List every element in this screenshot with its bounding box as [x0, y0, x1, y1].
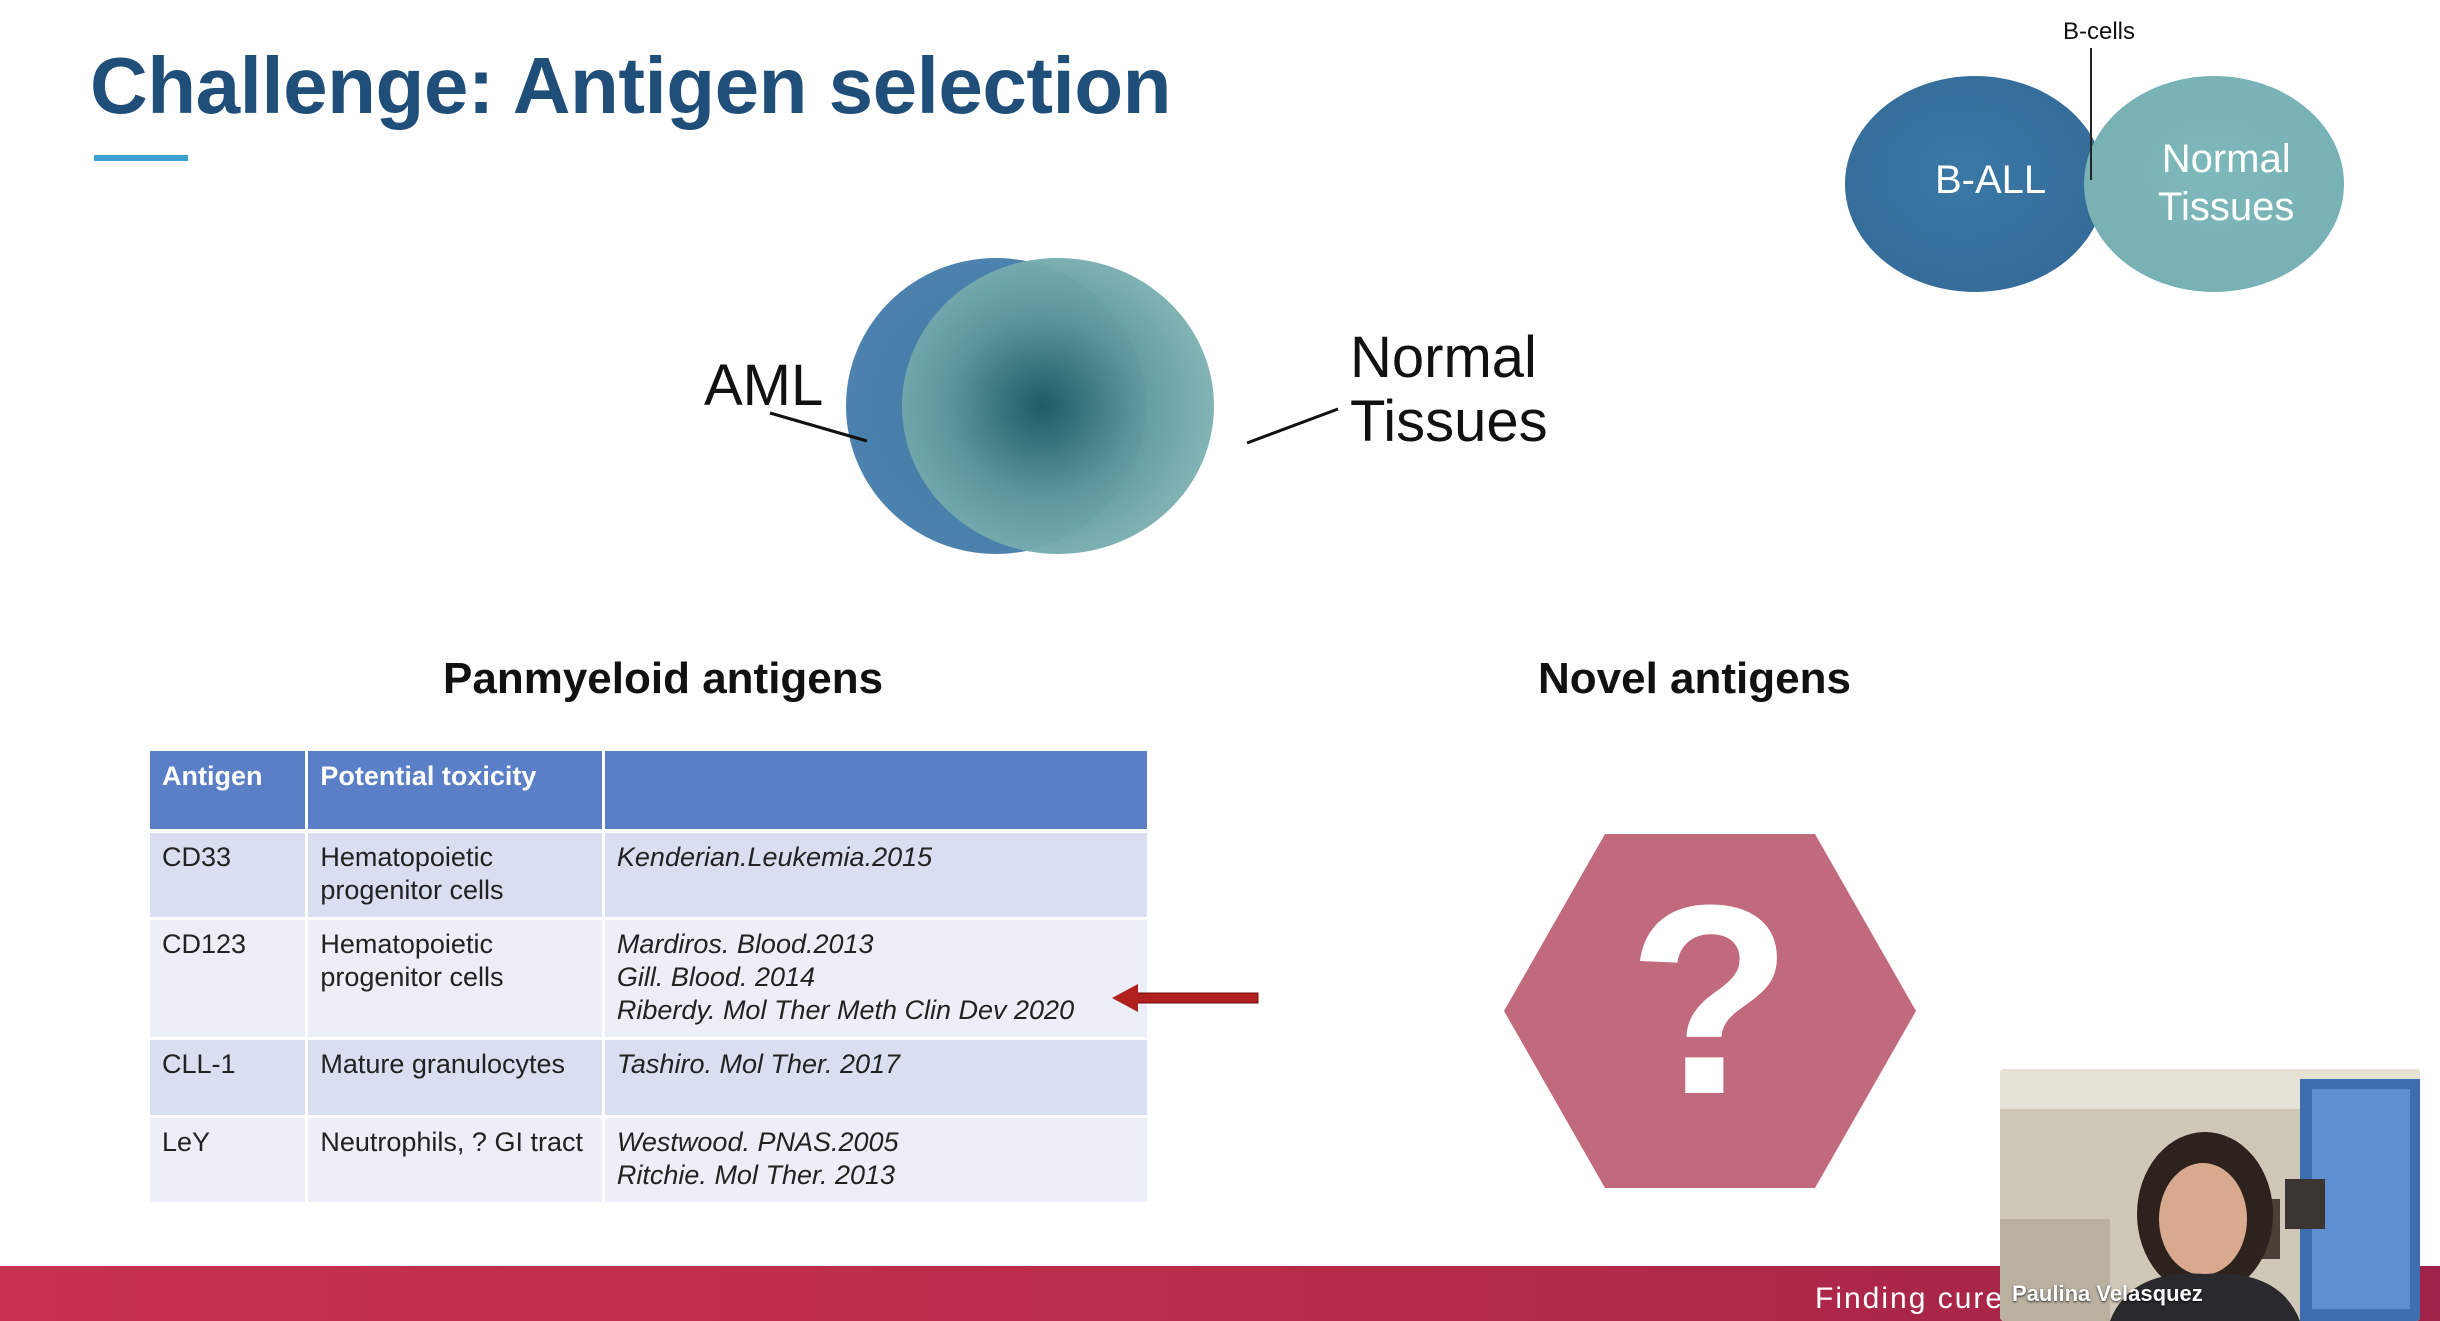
table-header-row: Antigen Potential toxicity [150, 751, 1151, 833]
reference-cell: Kenderian.Leukemia.2015 [603, 831, 1151, 920]
table-row: CD123 Hematopoietic progenitor cells Mar… [150, 918, 1151, 1040]
aml-venn-diagram [769, 258, 1339, 554]
inset-normal-tissues-circle [2084, 76, 2344, 292]
table-row: LeY Neutrophils, ? GI tract Westwood. PN… [150, 1116, 1151, 1205]
inset-venn-diagram [1845, 48, 2344, 292]
speaker-video-frame [2000, 1069, 2420, 1321]
aml-pointer-line [769, 411, 868, 443]
antigen-cell: CLL-1 [150, 1038, 309, 1118]
reference: Westwood. PNAS.2005 [616, 1127, 899, 1157]
slide-title: Challenge: Antigen selection [90, 41, 1171, 130]
table-row: CLL-1 Mature granulocytes Tashiro. Mol T… [150, 1038, 1151, 1118]
antigen-cell: CD33 [150, 831, 309, 920]
column-header [603, 751, 1151, 833]
antigen-cell: CD123 [150, 918, 309, 1040]
reference: Ritchie. Mol Ther. 2013 [616, 1160, 896, 1190]
question-hexagon-icon [1504, 834, 1916, 1188]
inset-tissues-label-line2: Tissues [2158, 185, 2295, 229]
normal-tissues-circle [902, 258, 1214, 554]
b-all-circle [1845, 76, 2105, 292]
panmyeloid-heading: Panmyeloid antigens [443, 654, 884, 703]
reference: Tashiro. Mol Ther. 2017 [616, 1049, 901, 1079]
normal-tissues-label: Normal Tissues [1350, 326, 1548, 454]
normal-label-line1: Normal [1350, 325, 1537, 390]
novel-antigens-heading: Novel antigens [1538, 654, 1851, 703]
speaker-name-label: Paulina Velasquez [2012, 1281, 2203, 1306]
toxicity-cell: Hematopoietic progenitor cells [306, 831, 605, 920]
normal-tissues-pointer-line [1246, 407, 1339, 445]
toxicity-cell: Neutrophils, ? GI tract [306, 1116, 605, 1205]
panmyeloid-antigen-table: Antigen Potential toxicity CD33 Hematopo… [150, 751, 1151, 1205]
column-header: Potential toxicity [306, 751, 605, 833]
reference: Riberdy. Mol Ther Meth Clin Dev 2020 [616, 995, 1075, 1025]
speaker-video-tile[interactable]: Paulina Velasquez [2000, 1069, 2420, 1321]
inset-normal-label-line1: Normal [2161, 137, 2291, 181]
reference-cell: Westwood. PNAS.2005 Ritchie. Mol Ther. 2… [603, 1116, 1151, 1205]
column-header: Antigen [150, 751, 309, 833]
toxicity-line: progenitor cells [320, 962, 504, 992]
reference: Gill. Blood. 2014 [616, 962, 816, 992]
inset-normal-tissues-label: Normal Tissues [2158, 135, 2294, 231]
reference: Kenderian.Leukemia.2015 [616, 842, 933, 872]
toxicity-line: Hematopoietic [320, 842, 493, 872]
b-all-label: B-ALL [1935, 158, 2047, 202]
toxicity-line: Mature granulocytes [320, 1049, 565, 1079]
toxicity-cell: Hematopoietic progenitor cells [306, 918, 605, 1040]
toxicity-cell: Mature granulocytes [306, 1038, 605, 1118]
aml-label: AML [704, 353, 824, 418]
left-arrow-icon [1112, 984, 1259, 1012]
reference-cell: Mardiros. Blood.2013 Gill. Blood. 2014 R… [603, 918, 1151, 1040]
reference: Mardiros. Blood.2013 [616, 929, 874, 959]
title-underline [94, 155, 188, 161]
hexagon-shape [1504, 834, 1916, 1188]
toxicity-line: Neutrophils, ? GI tract [320, 1127, 583, 1157]
question-mark: ? [1627, 850, 1793, 1151]
b-cells-label: B-cells [2063, 18, 2136, 45]
table-row: CD33 Hematopoietic progenitor cells Kend… [150, 831, 1151, 920]
reference-cell: Tashiro. Mol Ther. 2017 [603, 1038, 1151, 1118]
antigen-cell: LeY [150, 1116, 309, 1205]
toxicity-line: Hematopoietic [320, 929, 493, 959]
tissues-label-line2: Tissues [1350, 389, 1548, 454]
toxicity-line: progenitor cells [320, 875, 504, 905]
